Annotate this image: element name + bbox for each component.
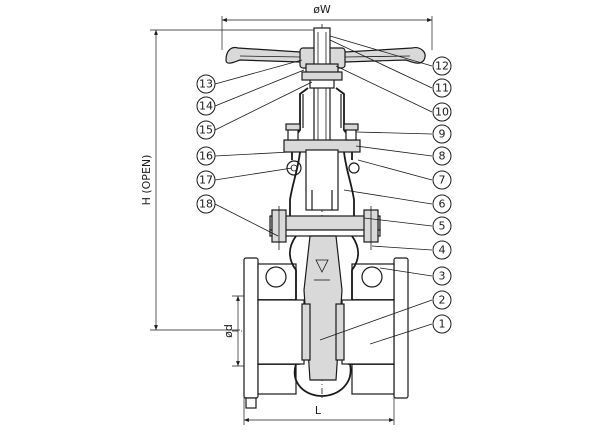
valve-body xyxy=(243,235,409,409)
gate-wedge xyxy=(303,235,343,381)
svg-text:7: 7 xyxy=(439,174,446,187)
part-bubble-9: 9 xyxy=(432,124,452,144)
svg-text:15: 15 xyxy=(199,124,213,137)
svg-text:2: 2 xyxy=(439,294,446,307)
part-bubble-18: 18 xyxy=(196,194,216,214)
dimension-height-open: H (OPEN) xyxy=(140,29,322,331)
part-bubble-3: 3 xyxy=(432,266,452,286)
dimension-length: L xyxy=(243,395,395,425)
svg-text:14: 14 xyxy=(199,100,213,113)
body-bonnet-joint xyxy=(269,206,381,250)
part-bubble-6: 6 xyxy=(432,194,452,214)
part-bubble-14: 14 xyxy=(196,96,216,116)
part-bubble-2: 2 xyxy=(432,290,452,310)
svg-text:6: 6 xyxy=(439,198,446,211)
part-bubble-17: 17 xyxy=(196,170,216,190)
dimension-handwheel-diameter: øW xyxy=(221,3,433,50)
dimension-label-l: L xyxy=(315,404,322,417)
svg-text:9: 9 xyxy=(439,128,446,141)
svg-text:5: 5 xyxy=(439,220,446,233)
svg-text:1: 1 xyxy=(439,318,446,331)
svg-text:8: 8 xyxy=(439,150,446,163)
part-bubble-11: 11 xyxy=(432,78,452,98)
svg-text:18: 18 xyxy=(199,198,213,211)
part-bubble-4: 4 xyxy=(432,240,452,260)
dimension-label-w: øW xyxy=(313,3,331,16)
part-bubble-15: 15 xyxy=(196,120,216,140)
svg-text:11: 11 xyxy=(435,82,449,95)
dimension-label-d: ød xyxy=(222,324,235,338)
svg-text:13: 13 xyxy=(199,78,213,91)
part-bubble-7: 7 xyxy=(432,170,452,190)
part-bubble-13: 13 xyxy=(196,74,216,94)
svg-text:17: 17 xyxy=(199,174,213,187)
svg-text:12: 12 xyxy=(435,60,449,73)
part-bubble-12: 12 xyxy=(432,56,452,76)
svg-text:16: 16 xyxy=(199,150,213,163)
part-bubble-1: 1 xyxy=(432,314,452,334)
svg-text:3: 3 xyxy=(439,270,446,283)
leader-lines xyxy=(214,35,433,345)
svg-text:4: 4 xyxy=(439,244,446,257)
dimension-label-h: H (OPEN) xyxy=(140,155,153,206)
part-bubble-8: 8 xyxy=(432,146,452,166)
part-bubble-16: 16 xyxy=(196,146,216,166)
part-bubble-5: 5 xyxy=(432,216,452,236)
bonnet xyxy=(283,123,361,219)
part-bubble-10: 10 xyxy=(432,102,452,122)
svg-text:10: 10 xyxy=(435,106,449,119)
